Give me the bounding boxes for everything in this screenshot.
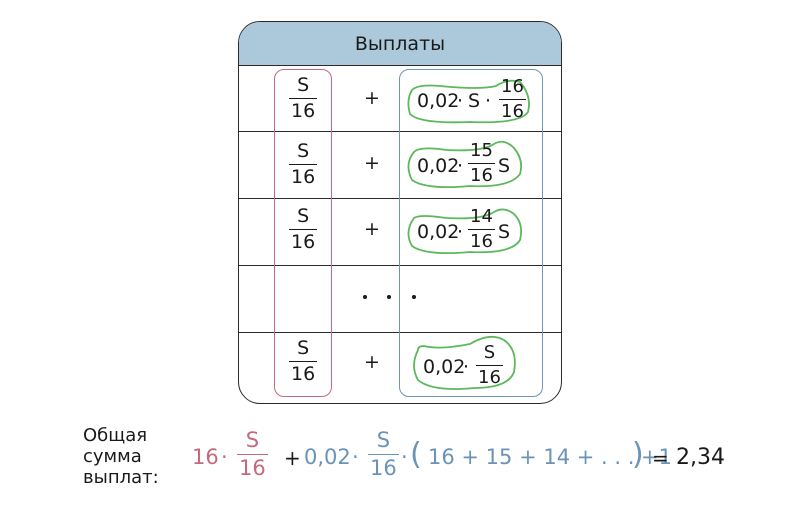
multiply-dot: · bbox=[457, 155, 464, 177]
plus-sign: + bbox=[364, 351, 380, 373]
multiply-dot: · bbox=[457, 221, 464, 243]
paren-close: ) bbox=[632, 437, 644, 472]
plus-sign: + bbox=[364, 218, 380, 240]
interest-coef: 0,02 bbox=[417, 155, 460, 177]
highlight-loop-row-5 bbox=[413, 335, 516, 390]
highlight-loop-row-3 bbox=[407, 208, 523, 255]
row-divider bbox=[239, 265, 561, 266]
total-label-line2: сумма bbox=[83, 446, 142, 467]
total-result: 2,34 bbox=[676, 445, 725, 470]
interest-column-box bbox=[399, 69, 543, 397]
plus-sign: + bbox=[364, 152, 380, 174]
ellipsis-dot bbox=[387, 295, 391, 299]
sum-s: S bbox=[468, 90, 481, 112]
multiply-dot: · bbox=[485, 90, 492, 112]
total-blue-dot: · bbox=[401, 445, 408, 469]
total-pink-dot: · bbox=[221, 445, 228, 469]
total-plus: + bbox=[284, 446, 301, 470]
table-header: Выплаты bbox=[239, 22, 561, 66]
total-label-line3: выплат: bbox=[83, 467, 159, 488]
sum-s: S bbox=[498, 155, 511, 177]
ellipsis-dot bbox=[412, 295, 416, 299]
multiply-dot: · bbox=[463, 356, 470, 378]
total-blue-dot: · bbox=[352, 445, 359, 469]
interest-coef: 0,02 bbox=[417, 90, 460, 112]
principal-column-box bbox=[274, 69, 332, 397]
highlight-loop-row-2 bbox=[407, 140, 523, 189]
sum-s: S bbox=[498, 221, 511, 243]
total-label-line1: Общая bbox=[83, 425, 148, 446]
row-divider bbox=[239, 131, 561, 132]
paren-open: ( bbox=[410, 437, 422, 472]
highlight-loop-row-1 bbox=[407, 79, 530, 124]
interest-coef: 0,02 bbox=[417, 221, 460, 243]
plus-sign: + bbox=[364, 87, 380, 109]
sum-terms: 16 + 15 + 14 + . . . +1 bbox=[428, 445, 673, 469]
interest-coef: 0,02 bbox=[423, 356, 466, 378]
total-blue-coef: 0,02 bbox=[304, 445, 351, 469]
total-pink-coef: 16 bbox=[192, 445, 219, 469]
payments-table: Выплаты bbox=[238, 21, 562, 404]
ellipsis-dot bbox=[363, 295, 367, 299]
row-divider bbox=[239, 332, 561, 333]
total-equals: = bbox=[652, 446, 669, 470]
multiply-dot: · bbox=[457, 90, 464, 112]
row-divider bbox=[239, 198, 561, 199]
